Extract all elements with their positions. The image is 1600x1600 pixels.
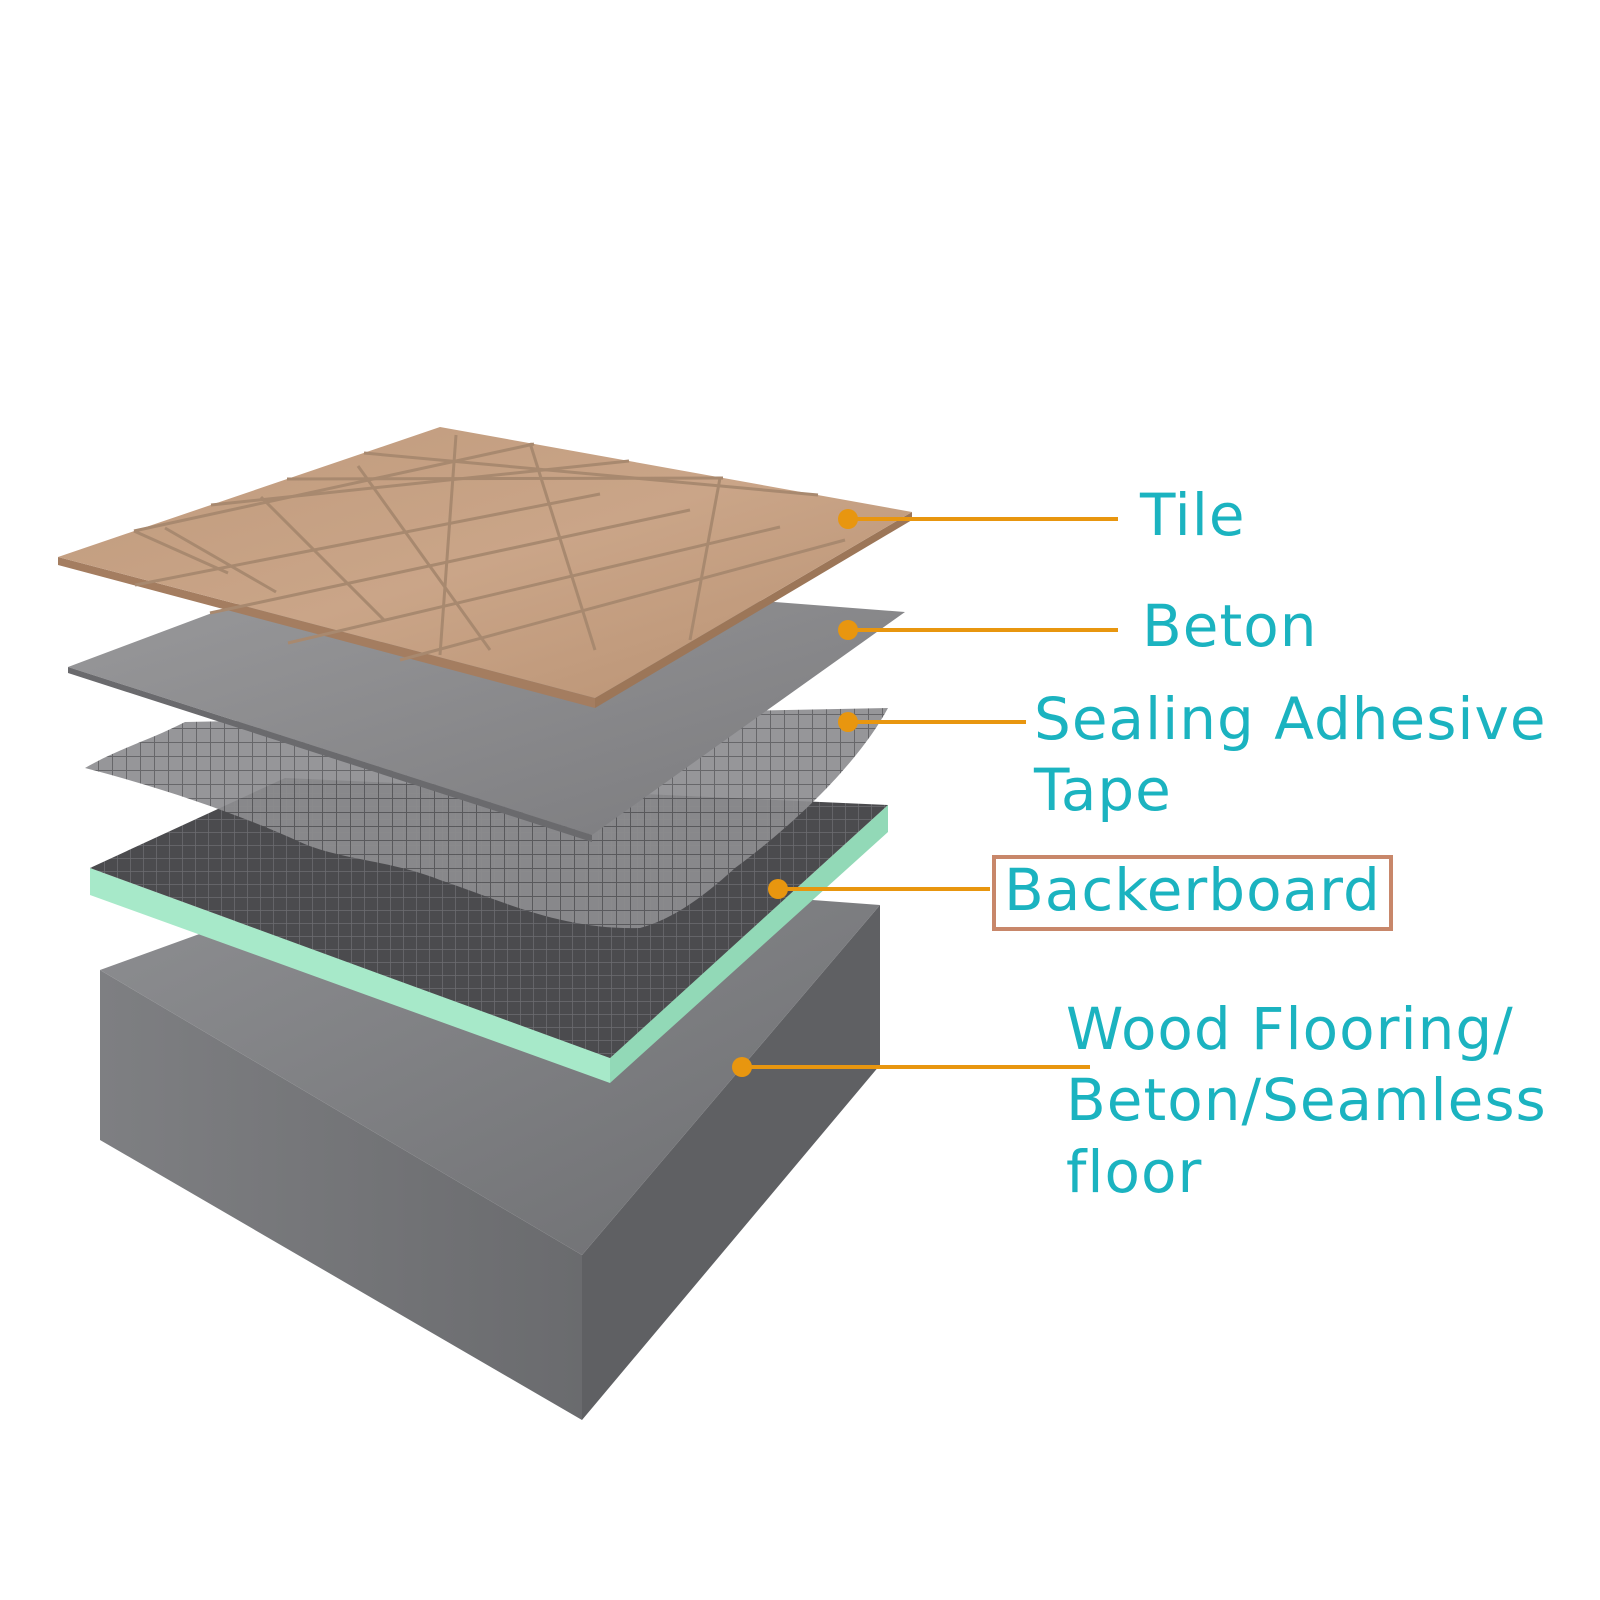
sealing-tape-leader [838,712,1026,732]
label-backerboard-highlight: Backerboard [992,855,1393,931]
label-floor-line1: Wood Flooring/ [1066,995,1514,1063]
tile-layer [58,427,912,708]
label-floor-line3: floor [1066,1137,1203,1206]
base-right-face [582,905,880,1420]
label-backerboard-text: Backerboard [1004,856,1381,924]
tile-grout-lines [133,434,846,662]
backerboard-green-front [90,868,610,1083]
label-sealing-line1: Sealing Adhesive [1034,685,1547,753]
label-beton-text: Beton [1142,592,1318,660]
beton-edge [68,667,592,842]
label-beton: Beton [1142,591,1317,662]
label-sealing-adhesive-tape: Sealing Adhesive Tape [1034,684,1547,827]
label-sealing-line2: Tape [1034,756,1172,825]
label-base-floor: Wood Flooring/ Beton/Seamless floor [1066,994,1547,1208]
tile-edge-right [595,512,912,708]
base-floor-leader [732,1057,1090,1077]
tile-leader [838,509,1118,529]
label-tile: Tile [1140,480,1246,551]
label-floor-line2: Beton/Seamless [1066,1066,1547,1135]
leader-lines [732,509,1118,1077]
beton-leader [838,620,1118,640]
base-front-face [100,970,582,1420]
backerboard-leader [768,879,990,899]
label-tile-text: Tile [1140,481,1246,549]
backerboard-green-right [610,805,888,1083]
tile-surface [58,427,912,698]
